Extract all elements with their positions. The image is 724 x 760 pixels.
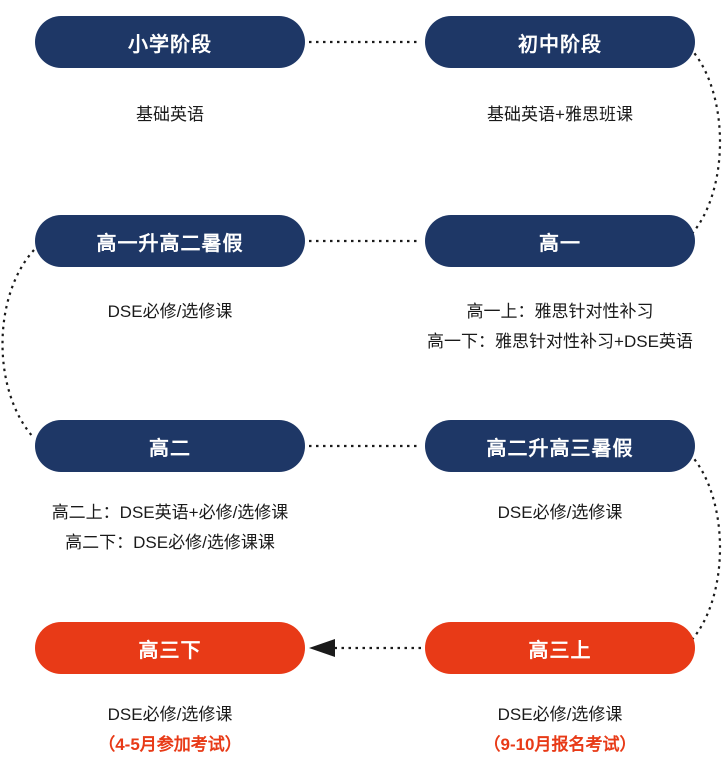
note-line: 高二上：DSE英语+必修/选修课 [51,503,289,522]
exam-date-highlight: （4-5月参加考试） [98,735,242,754]
arrowhead-left-icon [309,639,335,657]
stage-pill-summer-g11-to-g12: 高二升高三暑假 [425,420,695,472]
stage-pill-grade12-first-term: 高三上 [425,622,695,674]
note-line: 高一下：雅思针对性补习+DSE英语 [427,332,693,351]
note-grade10: 高一上：雅思针对性补习 高一下：雅思针对性补习+DSE英语 [388,297,724,357]
connector-curve-left [1,249,35,439]
note-primary-school: 基础英语 [0,100,342,130]
note-grade12-first-term: DSE必修/选修课 （9-10月报名考试） [388,700,724,760]
note-grade12-second-term: DSE必修/选修课 （4-5月参加考试） [0,700,342,760]
note-line: 高一上：雅思针对性补习 [466,302,654,321]
note-line: DSE必修/选修课 [107,705,233,724]
note-summer-g10-to-g11: DSE必修/选修课 [0,297,342,327]
connector-curve-right-1 [689,47,721,237]
note-summer-g11-to-g12: DSE必修/选修课 [388,498,724,528]
stage-pill-grade11: 高二 [35,420,305,472]
note-line: 基础英语+雅思班课 [487,105,633,124]
note-line: DSE必修/选修课 [497,705,623,724]
stage-pill-grade10: 高一 [425,215,695,267]
stage-pill-summer-g10-to-g11: 高一升高二暑假 [35,215,305,267]
connector-curve-right-2 [689,453,721,643]
note-junior-high: 基础英语+雅思班课 [388,100,724,130]
stage-pill-primary-school: 小学阶段 [35,16,305,68]
note-line: 基础英语 [136,105,204,124]
note-grade11: 高二上：DSE英语+必修/选修课 高二下：DSE必修/选修课课 [0,498,342,558]
note-line: DSE必修/选修课 [497,503,623,522]
stage-pill-grade12-second-term: 高三下 [35,622,305,674]
note-line: DSE必修/选修课 [107,302,233,321]
exam-date-highlight: （9-10月报名考试） [483,735,637,754]
note-line: 高二下：DSE必修/选修课课 [65,533,275,552]
stage-pill-junior-high: 初中阶段 [425,16,695,68]
